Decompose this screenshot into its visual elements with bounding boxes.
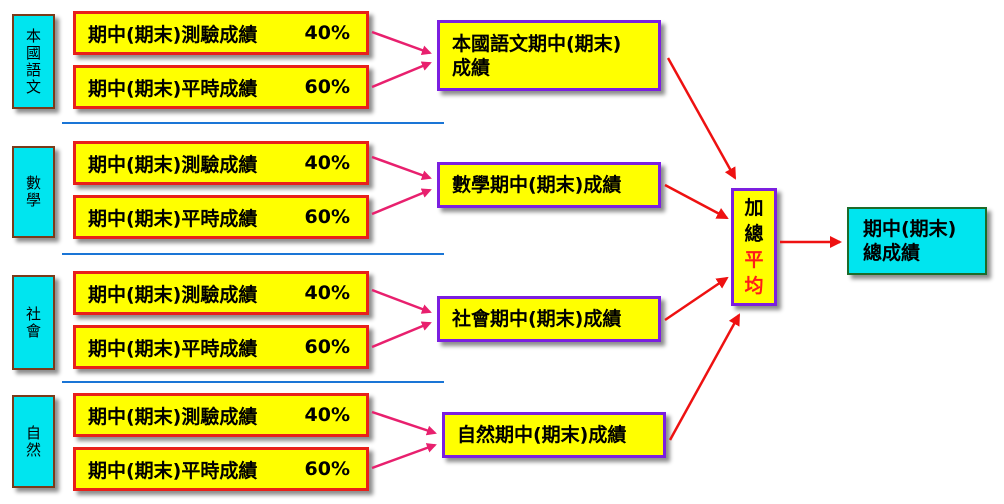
subject-summary-social: 社會期中(期末)成績 [437, 296, 661, 342]
test-score-box-social: 期中(期末)測驗成績 40% [73, 271, 369, 315]
test-score-pct: 40% [304, 404, 350, 426]
test-score-label: 期中(期末)測驗成績 [88, 153, 258, 176]
arrow-line [371, 30, 432, 55]
daily-score-label: 期中(期末)平時成績 [88, 459, 258, 482]
subject-box-chinese: 本國語文 [12, 14, 55, 109]
test-score-box-chinese: 期中(期末)測驗成績 40% [73, 11, 369, 55]
arrow-line [664, 276, 729, 322]
daily-score-box-social: 期中(期末)平時成績 60% [73, 325, 369, 369]
daily-score-label: 期中(期末)平時成績 [88, 207, 258, 230]
average-char-1: 加 [744, 197, 764, 219]
arrow-line [371, 443, 437, 470]
arrow-line [371, 288, 432, 314]
daily-score-pct: 60% [304, 76, 350, 98]
subject-box-math: 數學 [12, 146, 55, 238]
subject-summary-science: 自然期中(期末)成績 [442, 412, 666, 458]
daily-score-label: 期中(期末)平時成績 [88, 337, 258, 360]
test-score-box-math: 期中(期末)測驗成績 40% [73, 141, 369, 185]
daily-score-box-math: 期中(期末)平時成績 60% [73, 195, 369, 239]
arrow-line [371, 321, 432, 349]
test-score-pct: 40% [304, 152, 350, 174]
subject-summary-math: 數學期中(期末)成績 [437, 162, 661, 208]
daily-score-pct: 60% [304, 206, 350, 228]
average-box: 加 總 平 均 [731, 188, 777, 306]
separator-line [62, 381, 444, 383]
average-char-2: 總 [744, 223, 764, 245]
separator-line [62, 253, 444, 255]
arrow-line [371, 155, 432, 180]
arrow-line [371, 61, 432, 89]
daily-score-pct: 60% [304, 336, 350, 358]
test-score-label: 期中(期末)測驗成績 [88, 283, 258, 306]
subject-box-science: 自然 [12, 395, 55, 488]
subject-summary-chinese: 本國語文期中(期末) 成績 [437, 20, 661, 91]
daily-score-box-chinese: 期中(期末)平時成績 60% [73, 65, 369, 109]
separator-line [62, 122, 444, 124]
test-score-label: 期中(期末)測驗成績 [88, 23, 258, 46]
test-score-box-science: 期中(期末)測驗成績 40% [73, 393, 369, 437]
total-score-box: 期中(期末) 總成績 [847, 207, 987, 275]
arrow-line [371, 410, 437, 436]
average-char-3: 平 [744, 249, 764, 271]
arrow-line [664, 183, 729, 220]
test-score-pct: 40% [304, 22, 350, 44]
daily-score-box-science: 期中(期末)平時成績 60% [73, 447, 369, 491]
test-score-label: 期中(期末)測驗成績 [88, 405, 258, 428]
daily-score-label: 期中(期末)平時成績 [88, 77, 258, 100]
arrow-line [668, 313, 741, 441]
test-score-pct: 40% [304, 282, 350, 304]
subject-box-social: 社會 [12, 275, 55, 370]
average-char-4: 均 [744, 275, 764, 297]
daily-score-pct: 60% [304, 458, 350, 480]
arrow-line [371, 188, 432, 216]
arrow-line [666, 57, 737, 180]
